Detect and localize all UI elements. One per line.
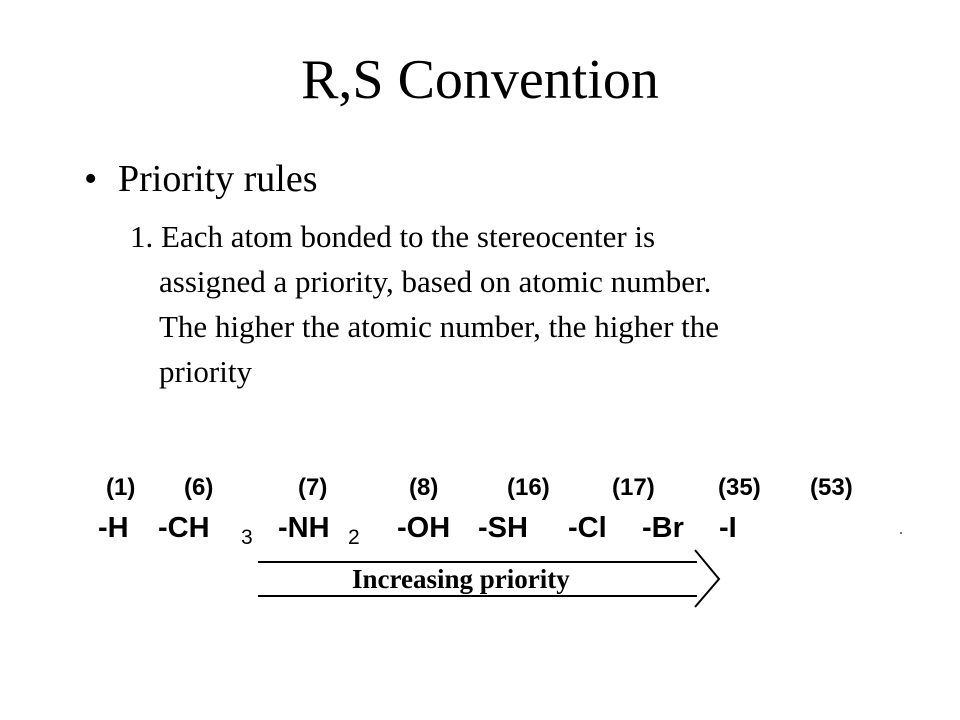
bullet-icon: •: [84, 158, 98, 200]
slide-title: R,S Convention: [301, 49, 659, 111]
substituent-group: -I: [719, 512, 737, 544]
atomic-number-label: (6): [184, 474, 214, 501]
substituent-group: -H: [98, 512, 129, 544]
subscript-label: 3: [241, 526, 253, 549]
bullet-item: • Priority rules: [84, 156, 317, 202]
rule-line: 1. Each atom bonded to the stereocenter …: [130, 219, 656, 254]
atomic-number-label: (35): [718, 474, 761, 501]
substituent-group: -Cl: [568, 512, 607, 544]
substituent-group: -CH: [158, 512, 210, 544]
arrow-label: Increasing priority: [352, 564, 570, 594]
atomic-number-label: (17): [612, 474, 655, 501]
substituent-group: -Br: [642, 512, 684, 544]
bullet-text: Priority rules: [118, 158, 318, 200]
atomic-number-label: (8): [409, 474, 439, 501]
subscript-label: 2: [348, 526, 360, 549]
atomic-number-label: (53): [810, 474, 853, 501]
substituent-group: -NH: [278, 512, 330, 544]
substituent-group: -SH: [478, 512, 528, 544]
rule-line: assigned a priority, based on atomic num…: [159, 264, 712, 299]
rule-line: The higher the atomic number, the higher…: [159, 309, 720, 344]
atomic-number-label: (1): [106, 474, 136, 501]
dot-mark: [900, 532, 902, 534]
atomic-number-label: (16): [507, 474, 550, 501]
atomic-number-label: (7): [298, 474, 328, 501]
substituent-group: -OH: [397, 512, 451, 544]
priority-rule-text: 1. Each atom bonded to the stereocenter …: [130, 214, 870, 394]
rule-line: priority: [159, 354, 252, 389]
